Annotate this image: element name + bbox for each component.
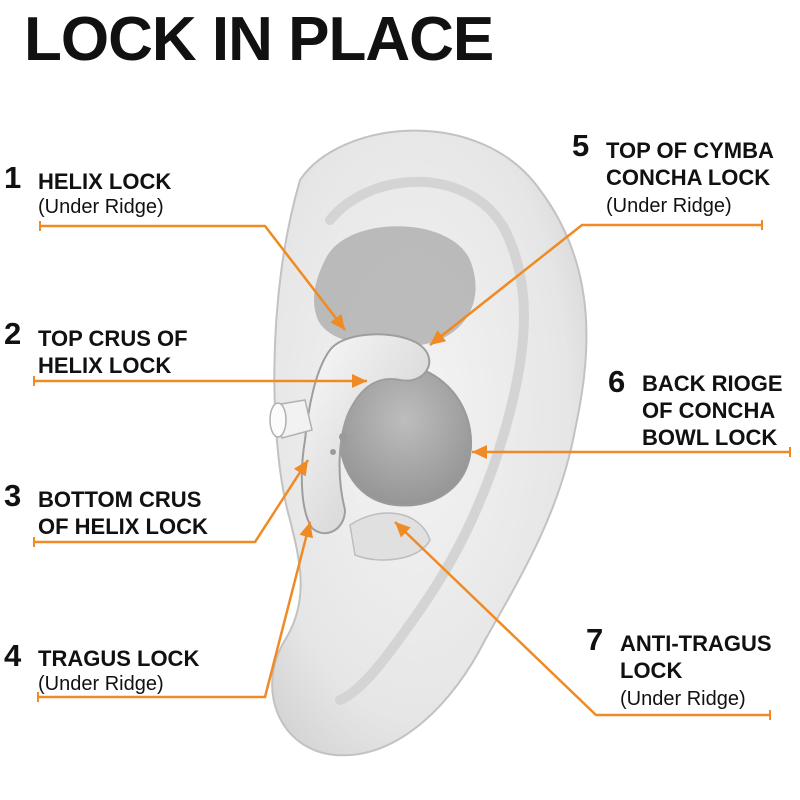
leader-6-arrowhead: [472, 445, 487, 459]
callout-label-5b: CONCHA LOCK: [606, 165, 771, 190]
callout-label-1: HELIX LOCK: [38, 169, 172, 194]
callout-number-6: 6: [608, 364, 626, 399]
leader-lines: [33, 220, 791, 720]
callout-label-6c: BOWL LOCK: [642, 425, 778, 450]
callout-number-1: 1: [4, 160, 22, 195]
leader-1-arrowhead: [330, 313, 345, 330]
cymba-concha: [314, 226, 476, 347]
leader-7-arrowhead: [395, 522, 411, 538]
ear-antihelix: [325, 176, 529, 705]
callout-label-6b: OF CONCHA: [642, 398, 776, 423]
leader-5: [429, 223, 762, 346]
leader-4: [38, 521, 312, 699]
callout-number-7: 7: [586, 622, 604, 657]
leader-3: [34, 459, 310, 544]
callout-label-2b: HELIX LOCK: [38, 353, 172, 378]
callout-note-5: (Under Ridge): [606, 195, 732, 217]
callout-note-4: (Under Ridge): [38, 673, 164, 695]
callout-label-5a: TOP OF CYMBA: [606, 138, 774, 163]
callout-label-3b: OF HELIX LOCK: [38, 514, 208, 539]
anti-tragus: [349, 512, 431, 561]
leader-2-arrowhead: [352, 374, 367, 388]
leader-7: [394, 521, 770, 717]
leader-4-arrowhead: [299, 522, 314, 539]
earplug: [300, 333, 431, 535]
callout-label-7b: LOCK: [620, 658, 683, 683]
callout-number-2: 2: [4, 316, 22, 351]
callout-label-7a: ANTI-TRAGUS: [620, 631, 772, 656]
callout-note-7: (Under Ridge): [620, 688, 746, 710]
callout-number-5: 5: [572, 128, 590, 163]
callout-number-4: 4: [4, 638, 22, 673]
callout-label-2a: TOP CRUS OF: [38, 326, 188, 351]
page-title: LOCK IN PLACE: [24, 5, 494, 74]
leader-1: [40, 224, 346, 331]
callout-note-1: (Under Ridge): [38, 196, 164, 218]
callout-label-6a: BACK RIOGE: [642, 371, 783, 396]
callout-label-4: TRAGUS LOCK: [38, 646, 200, 671]
leader-3-arrowhead: [293, 460, 308, 477]
leader-5-arrowhead: [430, 330, 447, 345]
callout-number-3: 3: [4, 478, 22, 513]
callout-label-3a: BOTTOM CRUS: [38, 487, 202, 512]
